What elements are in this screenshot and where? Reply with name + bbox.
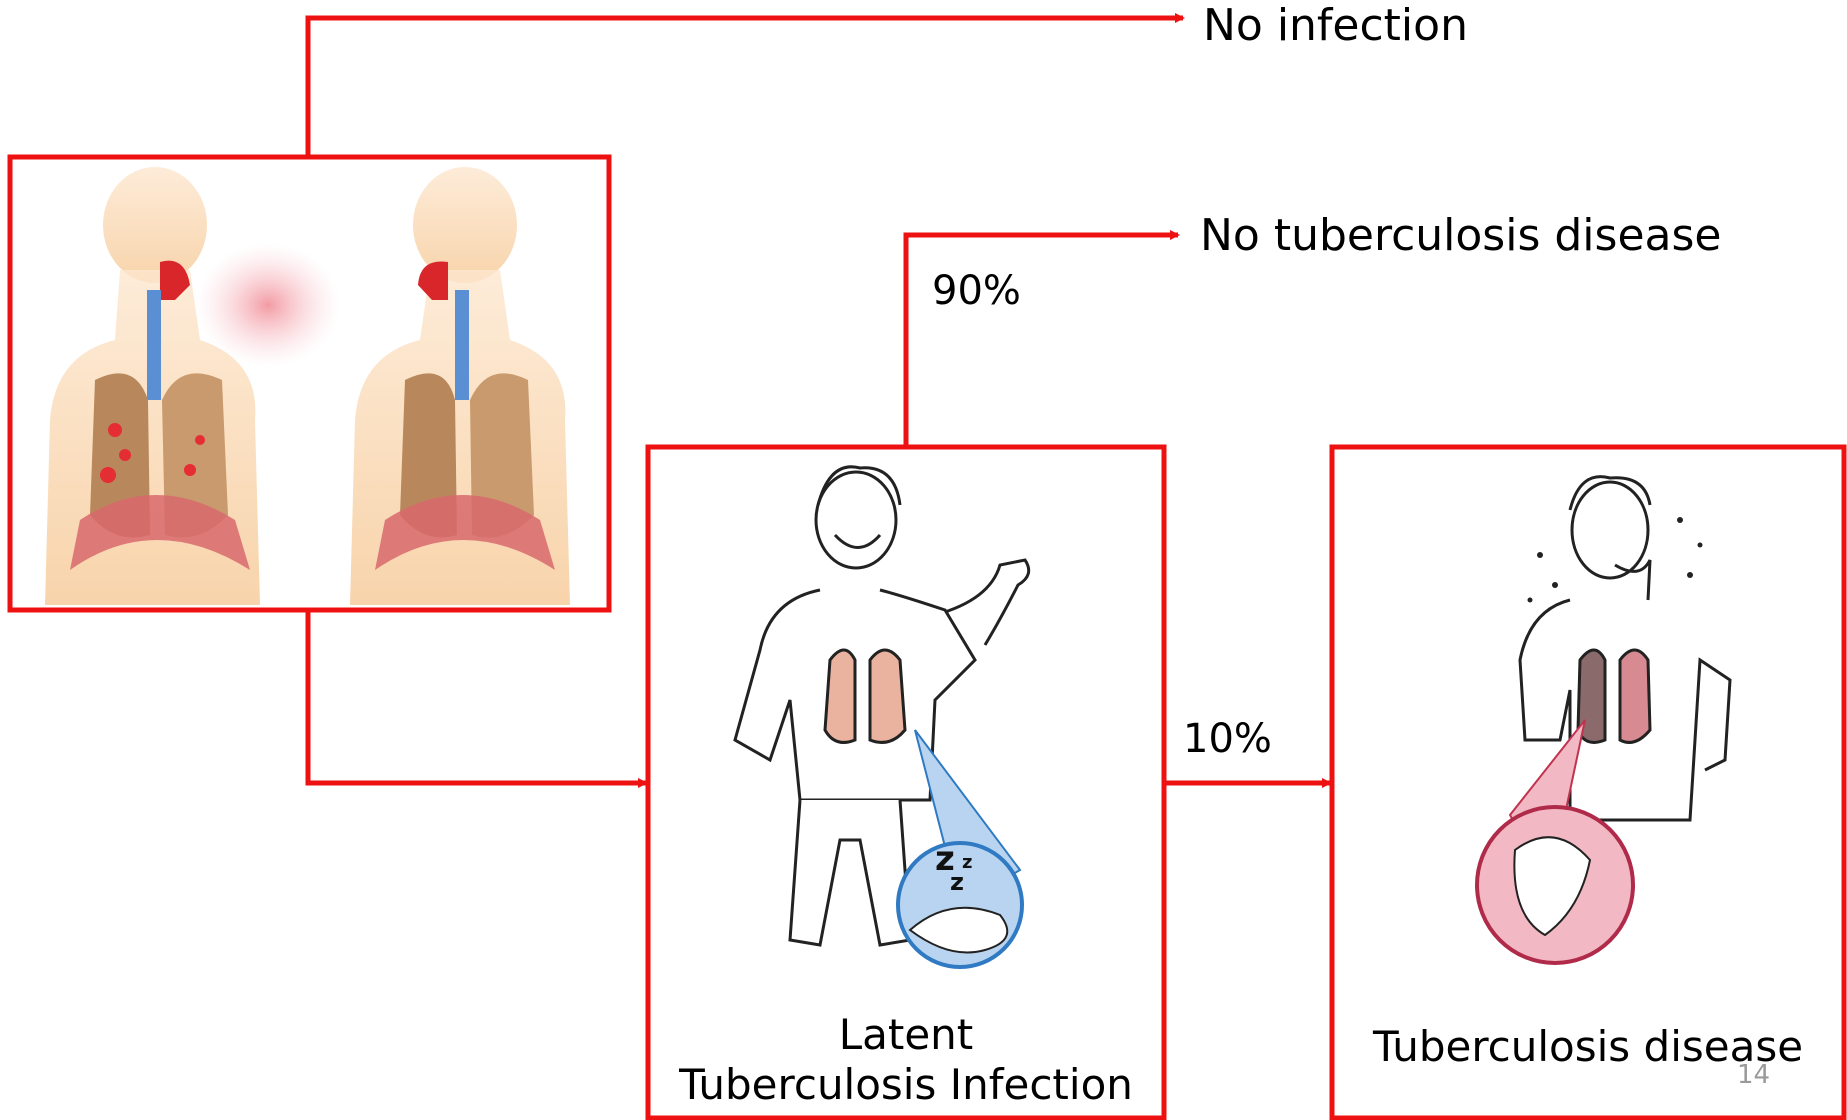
svg-text:z: z xyxy=(962,852,972,873)
arrow-to-latent xyxy=(308,610,646,783)
no-tb-disease-label: No tuberculosis disease xyxy=(1200,211,1721,262)
slide-number: 14 xyxy=(1737,1060,1770,1090)
percent-latent-disease: 10% xyxy=(1183,716,1272,762)
transmission-box xyxy=(10,157,609,610)
cough-mist xyxy=(196,243,340,367)
percent-latent-healthy: 90% xyxy=(932,268,1021,314)
disease-box xyxy=(1332,447,1844,1118)
latent-caption: Latent Tuberculosis Infection xyxy=(650,1010,1162,1111)
no-infection-label: No infection xyxy=(1203,1,1468,52)
latent-caption-line2: Tuberculosis Infection xyxy=(650,1060,1162,1110)
arrow-to-no-disease xyxy=(906,235,1178,445)
arrow-to-no-infection xyxy=(308,18,1183,155)
latent-caption-line1: Latent xyxy=(650,1010,1162,1060)
